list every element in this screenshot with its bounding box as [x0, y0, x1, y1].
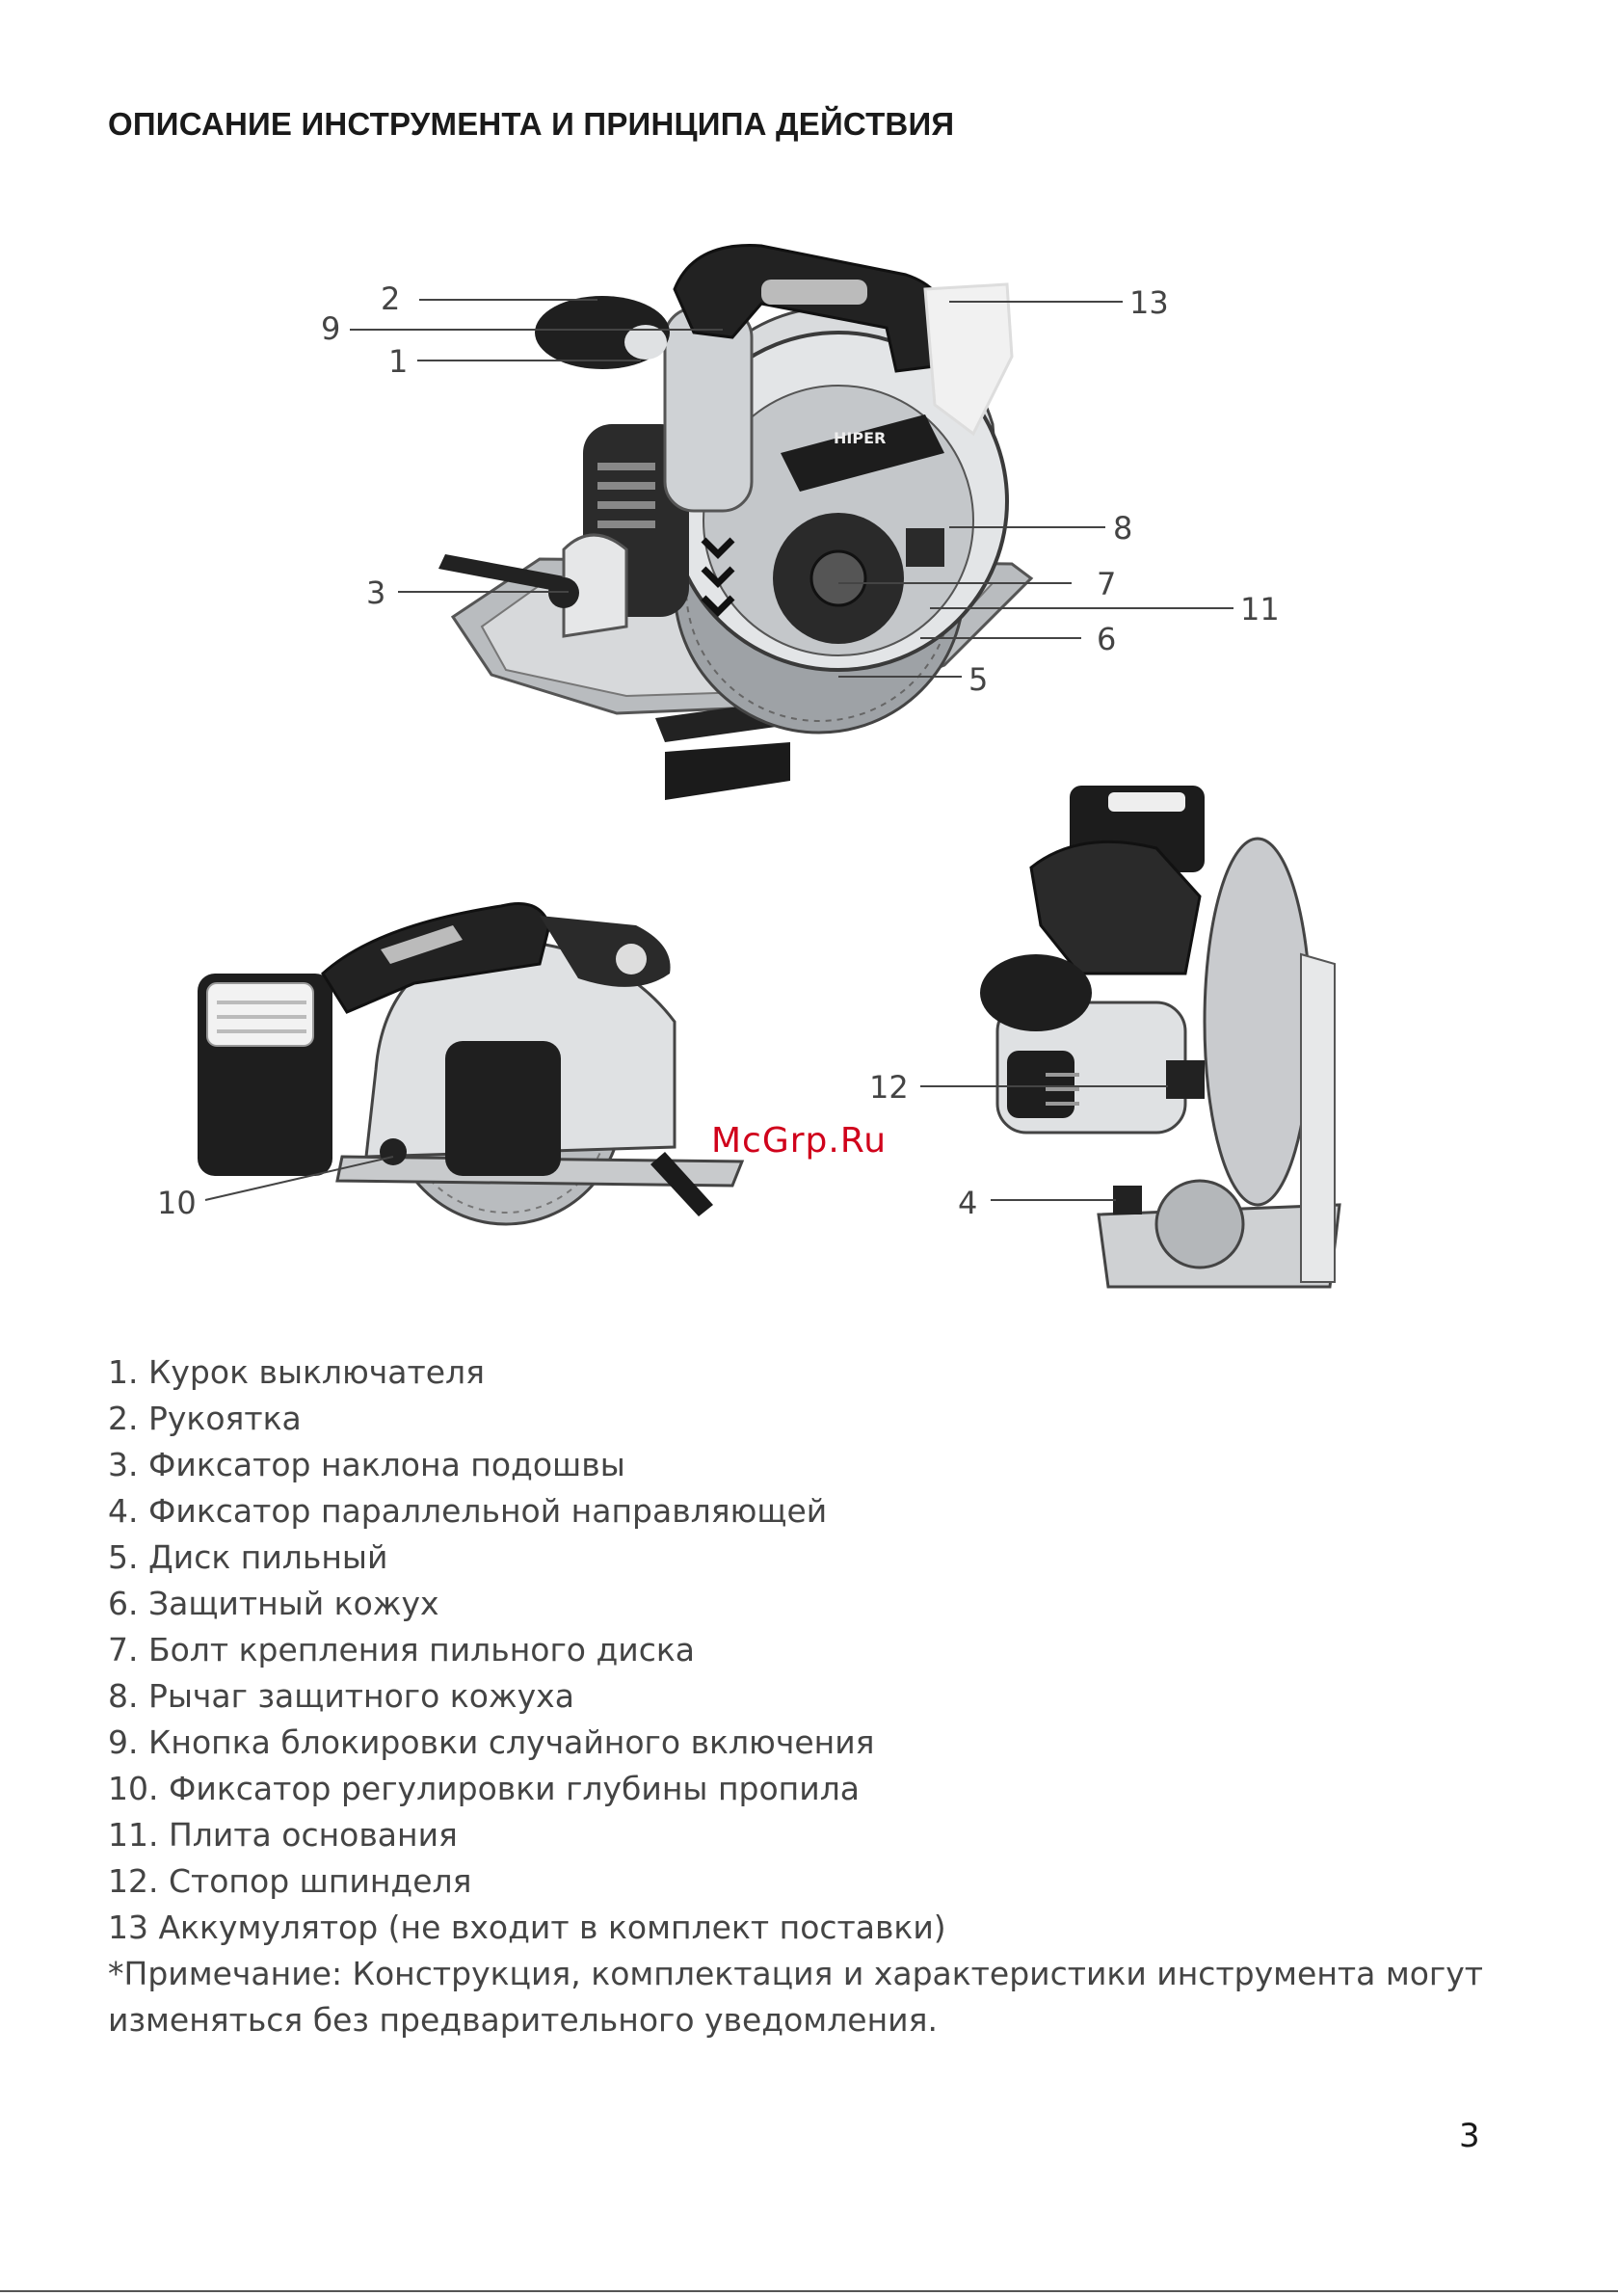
svg-text:6: 6 — [1097, 621, 1116, 657]
callout-7: 7 — [838, 566, 1116, 602]
page-heading: ОПИСАНИЕ ИНСТРУМЕНТА И ПРИНЦИПА ДЕЙСТВИЯ — [108, 106, 955, 142]
saw-rear-view — [980, 786, 1341, 1289]
callout-3: 3 — [366, 574, 569, 611]
legend-item: 8. Рычаг защитного кожуха — [108, 1677, 574, 1715]
legend-item: 1. Курок выключателя — [108, 1353, 485, 1391]
svg-text:4: 4 — [958, 1185, 977, 1221]
svg-text:1: 1 — [388, 343, 408, 380]
legend-item: 7. Болт крепления пильного диска — [108, 1631, 696, 1669]
callout-group: 2 9 1 13 8 3 7 11 — [157, 280, 1280, 1221]
svg-text:5: 5 — [968, 661, 988, 698]
callout-11: 11 — [930, 591, 1280, 627]
svg-text:7: 7 — [1097, 566, 1116, 602]
legend-item: 12. Стопор шпинделя — [108, 1862, 472, 1900]
svg-text:8: 8 — [1113, 510, 1132, 547]
callout-10: 10 — [157, 1156, 394, 1221]
parts-legend: 1. Курок выключателя 2. Рукоятка 3. Фикс… — [108, 1349, 1505, 1951]
page-number: 3 — [1459, 2117, 1480, 2155]
svg-text:13: 13 — [1129, 284, 1169, 321]
brand-logo-top: HIPER — [834, 429, 886, 447]
legend-item: 9. Кнопка блокировки случайного включени… — [108, 1723, 875, 1761]
legend-item: 10. Фиксатор регулировки глубины пропила — [108, 1770, 861, 1807]
callout-5: 5 — [838, 661, 988, 698]
callout-9: 9 — [321, 310, 723, 347]
callout-2: 2 — [381, 280, 597, 317]
svg-text:2: 2 — [381, 280, 400, 317]
svg-text:3: 3 — [366, 574, 385, 611]
svg-text:11: 11 — [1240, 591, 1280, 627]
callout-4: 4 — [958, 1185, 1116, 1221]
legend-item: 13 Аккумулятор (не входит в комплект пос… — [108, 1909, 946, 1946]
callout-8: 8 — [949, 510, 1132, 547]
callout-1: 1 — [388, 343, 641, 380]
legend-item: 5. Диск пильный — [108, 1538, 388, 1576]
saw-side-view — [198, 902, 745, 1226]
watermark: McGrp.Ru — [711, 1121, 888, 1161]
callout-12: 12 — [869, 1069, 1168, 1106]
saw-main-view: HIPER — [438, 244, 1034, 800]
disclaimer-note: *Примечание: Конструкция, комплектация и… — [108, 1955, 1484, 2039]
svg-text:10: 10 — [157, 1185, 197, 1221]
legend-item: 2. Рукоятка — [108, 1400, 302, 1437]
legend-item: 3. Фиксатор наклона подошвы — [108, 1446, 625, 1483]
svg-text:9: 9 — [321, 310, 340, 347]
legend-item: 11. Плита основания — [108, 1816, 458, 1854]
callout-13: 13 — [949, 284, 1169, 321]
callout-6: 6 — [920, 621, 1116, 657]
footer-rule — [0, 2290, 1618, 2292]
legend-item: 4. Фиксатор параллельной направляющей — [108, 1492, 828, 1530]
saw-figures: HIPER — [157, 244, 1341, 1289]
svg-text:12: 12 — [869, 1069, 909, 1106]
legend-item: 6. Защитный кожух — [108, 1585, 439, 1622]
